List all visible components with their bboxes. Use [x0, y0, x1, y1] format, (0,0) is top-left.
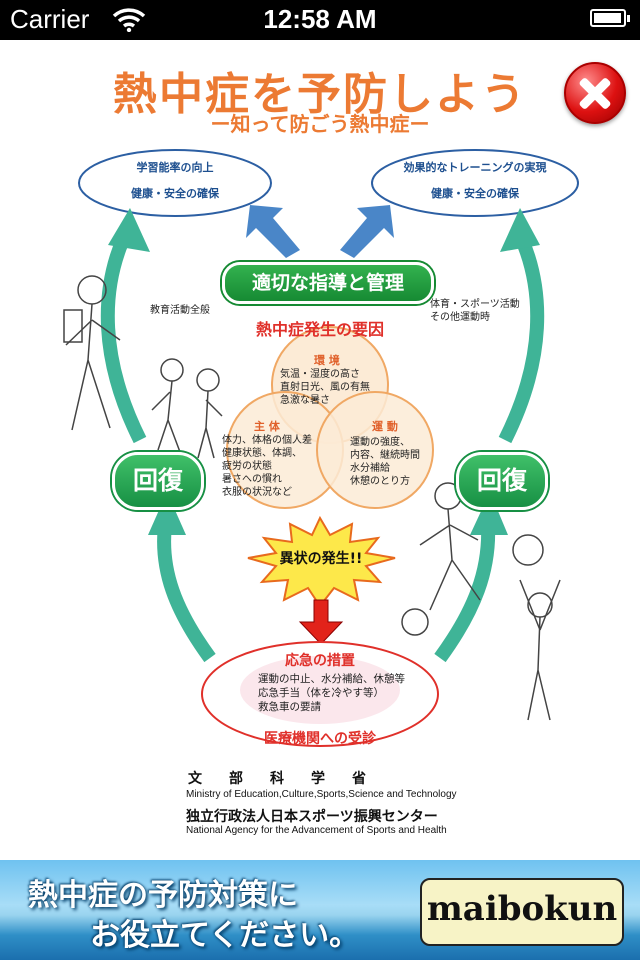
subject-item: 健康状態、体調、 — [222, 448, 302, 459]
abnormal-label: 異状の発生!! — [279, 551, 363, 567]
goal-left-line1: 学習能率の向上 — [136, 161, 214, 174]
blue-arrow-right — [340, 205, 394, 258]
exercise-item: 運動の強度、 — [350, 437, 410, 448]
org2-japanese: 独立行政法人日本スポーツ振興センター — [186, 809, 438, 825]
clock: 12:58 AM — [263, 4, 377, 34]
close-button[interactable] — [564, 62, 626, 124]
note-right-line2: その他運動時 — [430, 312, 490, 323]
org2-english: National Agency for the Advancement of S… — [186, 825, 447, 836]
emergency-item: 応急手当（体を冷やす等） — [258, 687, 384, 699]
carrier-label: Carrier — [10, 4, 90, 34]
recovery-arrow-right-low-head — [470, 492, 508, 535]
exercise-label: 運 動 — [372, 420, 398, 433]
subject-list: 体力、体格の個人差 健康状態、体調、 疲労の状態 暑さへの慣れ 衣服の状況など — [222, 434, 312, 499]
walking-family-illustration — [63, 275, 223, 459]
emergency-title: 応急の措置 — [285, 653, 355, 669]
subject-item: 体力、体格の個人差 — [222, 435, 312, 446]
battery-icon — [590, 9, 630, 27]
goal-left-line2: 健康・安全の確保 — [131, 187, 219, 200]
battery-fill — [594, 13, 621, 23]
maibokun-logo: maibokun — [420, 878, 624, 946]
exercise-item: 内容、継続時間 — [350, 450, 420, 461]
ad-banner[interactable]: 熱中症の予防対策に お役立てください。 maibokun — [0, 860, 640, 960]
poster-title: 熱中症を予防しよう — [113, 69, 527, 120]
org1-english: Ministry of Education,Culture,Sports,Sci… — [186, 789, 457, 800]
note-left: 教育活動全般 — [150, 305, 210, 316]
environment-label: 環 境 — [314, 354, 340, 367]
environment-item: 直射日光、風の有無 — [280, 382, 370, 393]
exercise-item: 休憩のとり方 — [350, 476, 410, 487]
factors-title: 熱中症発生の要因 — [255, 320, 384, 339]
volleyball-player-illustration — [512, 534, 561, 721]
subject-label: 主 体 — [254, 420, 280, 433]
environment-list: 気温・湿度の高さ 直射日光、風の有無 急激な暑さ — [280, 368, 370, 407]
banner-line2: お役立てください。 — [90, 918, 360, 953]
goal-left: 学習能率の向上 健康・安全の確保 — [80, 155, 270, 207]
status-bar: Carrier 12:58 AM — [0, 0, 640, 40]
poster-graphics — [63, 149, 579, 747]
goal-left-oval — [78, 149, 272, 217]
blue-arrow-left — [246, 205, 300, 258]
goal-right: 効果的なトレーニングの実現 健康・安全の確保 — [380, 155, 570, 207]
subject-item: 衣服の状況など — [222, 487, 292, 498]
guidance-badge: 適切な指導と管理 — [222, 262, 434, 304]
recovery-arrow-left-low-head — [148, 492, 186, 535]
emergency-item: 救急車の要請 — [258, 701, 321, 713]
exercise-list: 運動の強度、 内容、継続時間 水分補給 休憩のとり方 — [350, 436, 420, 488]
goal-right-line2: 健康・安全の確保 — [431, 187, 519, 200]
recovery-arrow-right-up-head — [500, 208, 540, 252]
poster-subtitle: ー知って防ごう熱中症ー — [210, 112, 430, 136]
recovery-badge-right: 回復 — [456, 452, 548, 510]
environment-item: 気温・湿度の高さ — [280, 369, 360, 380]
emergency-list: 運動の中止、水分補給、休憩等 応急手当（体を冷やす等） 救急車の要請 — [258, 672, 405, 714]
recovery-arrow-left-up-head — [108, 208, 150, 252]
banner-line1: 熱中症の予防対策に — [28, 878, 298, 913]
wifi-icon — [112, 6, 146, 36]
recovery-arrow-left-up — [100, 232, 147, 444]
goal-right-oval — [371, 149, 579, 217]
emergency-item: 運動の中止、水分補給、休憩等 — [258, 673, 405, 685]
note-right: 体育・スポーツ活動 その他運動時 — [430, 298, 520, 324]
goal-right-line1: 効果的なトレーニングの実現 — [403, 161, 547, 174]
subject-item: 疲労の状態 — [222, 461, 272, 472]
subject-item: 暑さへの慣れ — [222, 474, 282, 485]
recovery-badge-left: 回復 — [112, 452, 204, 510]
poster-view: 熱中症を予防しよう ー知って防ごう熱中症ー 学習能率の向上 健康・安全の確保 効… — [0, 40, 640, 860]
hospital-label: 医療機関への受診 — [264, 731, 376, 747]
org1-japanese: 文部科学省 — [188, 771, 393, 787]
note-right-line1: 体育・スポーツ活動 — [430, 299, 520, 310]
environment-item: 急激な暑さ — [280, 395, 330, 406]
exercise-item: 水分補給 — [350, 463, 390, 474]
red-down-arrow — [298, 599, 344, 645]
exercise-circle — [316, 391, 434, 509]
